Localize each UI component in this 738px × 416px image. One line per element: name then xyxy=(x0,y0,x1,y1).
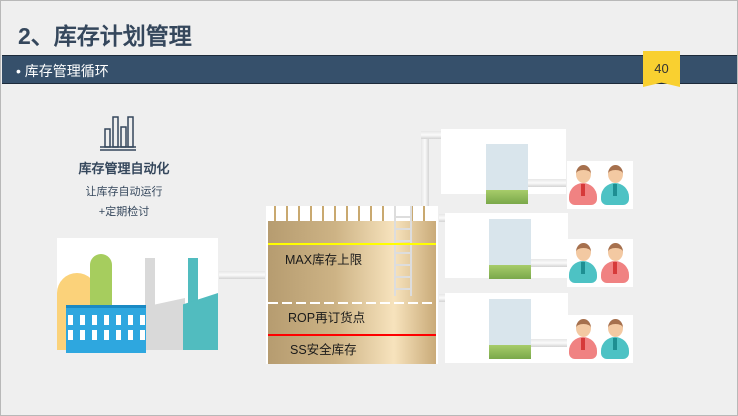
max-level-line xyxy=(268,243,436,245)
section-band: • 库存管理循环 xyxy=(2,55,737,84)
max-label: MAX库存上限 xyxy=(285,253,363,267)
retail-tank xyxy=(445,213,568,279)
automation-line: 让库存自动运行 xyxy=(85,186,163,198)
ladder-icon xyxy=(394,206,412,296)
retail-tank xyxy=(441,129,566,204)
ss-label: SS安全库存 xyxy=(290,343,357,357)
slide-title: 2、库存计划管理 xyxy=(18,23,192,49)
section-label: 库存管理循环 xyxy=(24,63,109,79)
page-number-badge: 40 xyxy=(643,51,680,87)
rop-level-line xyxy=(268,302,436,304)
automation-line: +定期检讨 xyxy=(98,206,150,218)
pipe xyxy=(219,271,265,279)
bar-chart-icon xyxy=(100,116,136,151)
customers-icon xyxy=(567,315,633,363)
pipe xyxy=(421,136,429,206)
customers-icon xyxy=(567,239,633,287)
factory-illustration xyxy=(57,238,218,353)
automation-heading: 库存管理自动化 xyxy=(78,161,170,176)
retail-tank xyxy=(445,293,568,363)
section-title: • 库存管理循环 xyxy=(16,63,109,79)
ss-level-line xyxy=(268,334,436,336)
rop-label: ROP再订货点 xyxy=(288,311,366,325)
customers-icon xyxy=(567,161,633,209)
inventory-tank: MAX库存上限 ROP再订货点 SS安全库存 xyxy=(266,206,438,364)
